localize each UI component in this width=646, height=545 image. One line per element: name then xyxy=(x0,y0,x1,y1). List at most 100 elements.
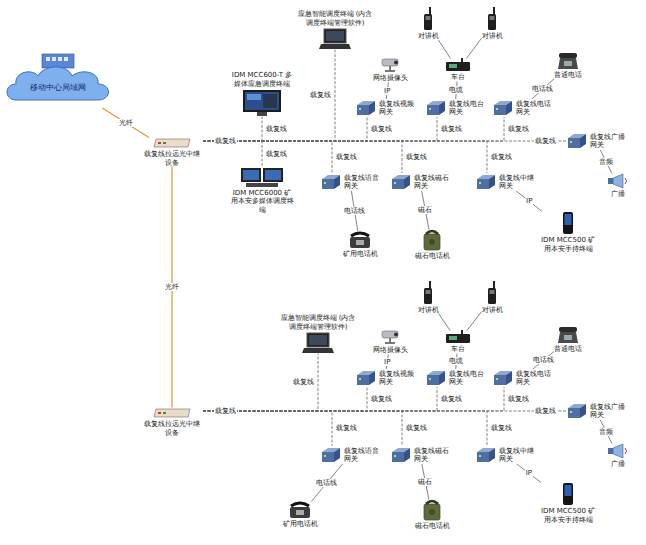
gw-icon xyxy=(566,132,588,150)
node-label: IDM MCC600-T 多媒体应急调度终端 xyxy=(230,71,294,87)
node-label: 普通电话 xyxy=(554,71,582,79)
icon-holder xyxy=(288,501,312,519)
mphone-icon xyxy=(348,231,372,249)
line-label: 载复线 xyxy=(370,395,393,403)
icon-holder xyxy=(379,329,401,345)
gw-icon xyxy=(475,173,497,191)
cable-line xyxy=(203,117,504,141)
icon-holder xyxy=(348,231,372,249)
gateway-box: 载复线电台网关 xyxy=(425,99,485,117)
dual-icon xyxy=(240,166,284,188)
line-label: 载复线 xyxy=(265,150,288,158)
gw-icon xyxy=(492,99,514,117)
gw-icon xyxy=(492,369,514,387)
handheld-terminal: IDM MCC500 矿用本安手持终端 xyxy=(538,211,598,252)
icon-holder xyxy=(492,369,514,387)
node-label: 对讲机 xyxy=(482,32,503,40)
icon-holder xyxy=(355,369,377,387)
phone-icon xyxy=(557,52,579,70)
loudspeaker: 广播 xyxy=(607,173,629,198)
cable-line xyxy=(532,79,554,99)
line-label: 电话线 xyxy=(315,479,338,487)
node-label: 对讲机 xyxy=(418,306,439,314)
cable-line xyxy=(517,464,541,483)
gateway-box: 载复线语音网关 xyxy=(320,446,380,464)
vehicle-radio: 车台 xyxy=(445,58,471,81)
phone-icon xyxy=(557,326,579,344)
icon-holder xyxy=(302,332,334,354)
icon-holder xyxy=(475,446,497,464)
node-label: 网络摄像头 xyxy=(373,74,408,82)
icon-holder xyxy=(557,52,579,70)
node-label: 磁石电话机 xyxy=(415,252,450,260)
node-label: 载复线语音网关 xyxy=(344,174,380,190)
line-label: 载复线 xyxy=(405,153,428,161)
node-label: 载复线中继网关 xyxy=(499,447,535,463)
line-label: 载复线 xyxy=(490,153,513,161)
line-label: 载复线 xyxy=(370,125,393,133)
magneto-phone: 磁石电话机 xyxy=(415,499,450,530)
line-label: 载复线 xyxy=(309,91,332,99)
green-icon xyxy=(422,229,442,251)
gw-icon xyxy=(320,446,342,464)
line-label: 载复线 xyxy=(507,125,530,133)
line-label: 载复线 xyxy=(440,125,463,133)
mine-phone: 矿用电话机 xyxy=(283,501,318,528)
line-label: 载复线 xyxy=(534,137,557,145)
gateway-box: 载复线语音网关 xyxy=(320,173,380,191)
desk-phone: 普通电话 xyxy=(554,326,582,353)
line-label: 电话线 xyxy=(343,207,366,215)
gateway-box: 载复线电台网关 xyxy=(425,369,485,387)
icon-holder xyxy=(390,173,412,191)
fiber-line xyxy=(102,108,149,138)
node-label: 载复线电话网关 xyxy=(516,100,552,116)
icon-holder xyxy=(475,173,497,191)
node-label: 网络摄像头 xyxy=(373,346,408,354)
gateway-box: 载复线广播网关 xyxy=(566,132,626,150)
line-label: 光纤 xyxy=(118,119,134,127)
car-icon xyxy=(445,330,471,344)
node-label: 广播 xyxy=(611,460,625,468)
line-label: IP xyxy=(383,358,391,366)
line-label: 载复线 xyxy=(534,407,557,415)
line-label: IP xyxy=(525,197,533,205)
walkie-talkie: 对讲机 xyxy=(418,7,439,40)
line-label: 磁石 xyxy=(417,206,433,214)
speaker-icon xyxy=(607,173,629,189)
mphone-icon xyxy=(288,501,312,519)
node-label: 载复线视频网关 xyxy=(379,370,415,386)
node-label: 载复线语音网关 xyxy=(344,447,380,463)
line-label: 电缆 xyxy=(448,357,464,365)
handheld-terminal: IDM MCC500 矿用本安手持终端 xyxy=(538,482,598,523)
node-label: 载复线拉远光中继设备 xyxy=(141,420,203,436)
icon-holder xyxy=(320,446,342,464)
icon-holder xyxy=(241,89,283,117)
gw-icon xyxy=(355,369,377,387)
radio-icon xyxy=(423,281,433,305)
laptop-icon xyxy=(319,28,351,50)
cable-line xyxy=(203,387,437,411)
icon-holder xyxy=(2,52,114,108)
hand-icon xyxy=(562,211,574,235)
gateway-box: 载复线磁石网关 xyxy=(390,173,450,191)
line-label: 载复线 xyxy=(265,125,288,133)
dispatch-console: IDM MCC6000 矿用本安多媒体调度终端 xyxy=(230,166,294,213)
cable-line xyxy=(439,313,451,330)
node-label: 载复线磁石网关 xyxy=(414,174,450,190)
icon-holder xyxy=(492,99,514,117)
line-label: 载复线 xyxy=(335,153,358,161)
node-label: 移动中心局域网 xyxy=(30,83,86,92)
ip-camera: 网络摄像头 xyxy=(373,329,408,354)
gateway-box: 载复线中继网关 xyxy=(475,446,535,464)
icon-holder xyxy=(487,7,497,31)
node-label: 车台 xyxy=(451,345,465,353)
walkie-talkie: 对讲机 xyxy=(482,7,503,40)
cable-line xyxy=(467,312,482,331)
relay-device: 载复线拉远光中继设备 xyxy=(141,407,203,436)
icon-holder xyxy=(487,281,497,305)
line-label: 载复线 xyxy=(214,137,237,145)
mine-phone: 矿用电话机 xyxy=(343,231,378,258)
desk-phone: 普通电话 xyxy=(554,52,582,79)
network-cloud: 移动中心局域网 xyxy=(2,52,114,108)
